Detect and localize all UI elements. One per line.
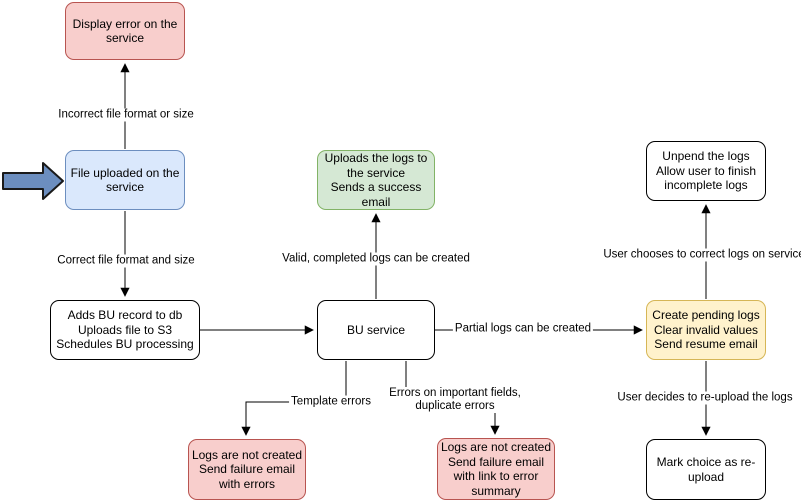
edge-label-template-errors: Template errors: [289, 395, 373, 409]
node-mark-reupload: Mark choice as re- upload: [646, 439, 766, 500]
node-bu-service: BU service: [317, 300, 435, 360]
edge-label-incorrect-format: Incorrect file format or size: [56, 108, 196, 122]
node-create-pending-logs: Create pending logs Clear invalid values…: [646, 300, 766, 360]
edge-label-valid-logs: Valid, completed logs can be created: [280, 252, 472, 266]
node-file-uploaded: File uploaded on the service: [65, 150, 185, 210]
node-unpend-logs: Unpend the logs Allow user to finish inc…: [646, 141, 766, 201]
edge-label-partial-logs: Partial logs can be created: [452, 322, 594, 336]
entry-pointer-arrow-icon: [2, 162, 64, 200]
node-failure-template-errors: Logs are not created Send failure email …: [188, 439, 306, 500]
node-process-upload: Adds BU record to db Uploads file to S3 …: [50, 300, 200, 360]
node-display-error: Display error on the service: [65, 2, 185, 60]
edge-label-user-reuploads: User decides to re-upload the logs: [615, 391, 795, 405]
node-failure-field-errors: Logs are not created Send failure email …: [437, 438, 555, 500]
edge-label-user-corrects: User chooses to correct logs on service: [601, 248, 801, 262]
node-upload-success: Uploads the logs to the service Sends a …: [317, 150, 435, 210]
edge-label-field-errors: Errors on important fields, duplicate er…: [387, 387, 523, 413]
edge-label-correct-format: Correct file format and size: [55, 254, 197, 268]
